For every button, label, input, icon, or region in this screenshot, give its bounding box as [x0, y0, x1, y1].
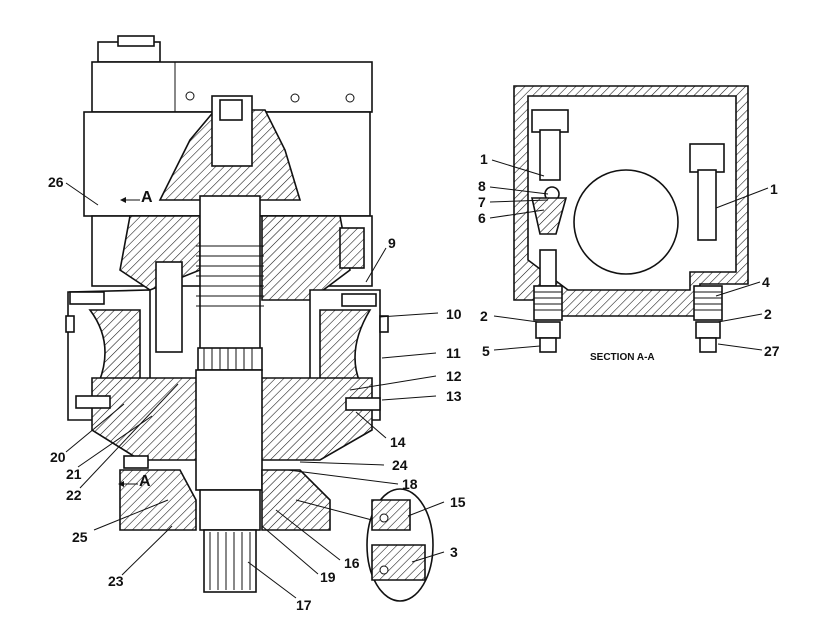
housing-right-section [261, 215, 351, 301]
callout-17: 17 [296, 597, 312, 613]
left-valve-cap [531, 109, 569, 133]
callout-14: 14 [390, 434, 406, 450]
callout-26: 26 [48, 174, 64, 190]
callout-24: 24 [392, 457, 408, 473]
callout-1-right: 1 [770, 181, 778, 197]
callout-12: 12 [446, 368, 462, 384]
left-plug [533, 285, 563, 321]
callout-7: 7 [478, 194, 486, 210]
callout-5: 5 [482, 343, 490, 359]
callout-18: 18 [402, 476, 418, 492]
callout-10: 10 [446, 306, 462, 322]
left-callout-labels: 26 9 10 11 12 13 14 24 18 15 3 16 19 17 … [48, 174, 466, 613]
callout-22: 22 [66, 487, 82, 503]
callout-6: 6 [478, 210, 486, 226]
section-marker-top: A [120, 189, 153, 206]
callout-21: 21 [66, 466, 82, 482]
callout-9: 9 [388, 235, 396, 251]
callout-25: 25 [72, 529, 88, 545]
seal-detail-callout [295, 488, 434, 602]
right-valve-cap [689, 143, 725, 173]
svg-text:A: A [139, 473, 151, 490]
callout-1-left: 1 [480, 151, 488, 167]
main-assembly-drawing: A A [65, 35, 434, 602]
callout-23: 23 [108, 573, 124, 589]
right-leader-lines [489, 159, 769, 351]
callout-2-left: 2 [480, 308, 488, 324]
spring [196, 245, 264, 307]
callout-13: 13 [446, 388, 462, 404]
callout-16: 16 [344, 555, 360, 571]
section-caption: SECTION A-A [590, 352, 655, 363]
callout-15: 15 [450, 494, 466, 510]
callout-20: 20 [50, 449, 66, 465]
bore-circle [573, 169, 679, 275]
right-plug [693, 285, 723, 321]
callout-3: 3 [450, 544, 458, 560]
callout-11: 11 [446, 345, 461, 361]
right-callout-labels: 1 8 7 6 1 4 2 2 5 27 SECTION A-A [478, 151, 780, 363]
section-marker-bottom: A [118, 473, 151, 490]
bottom-flange-left [119, 469, 197, 531]
section-a-a-drawing [513, 85, 749, 353]
callout-2-right: 2 [764, 306, 772, 322]
callout-8: 8 [478, 178, 486, 194]
left-leader-lines [65, 182, 445, 599]
callout-27: 27 [764, 343, 780, 359]
callout-4: 4 [762, 274, 770, 290]
drive-shaft [195, 369, 263, 491]
svg-text:A: A [141, 189, 153, 206]
splined-shaft-end [203, 529, 257, 593]
callout-19: 19 [320, 569, 336, 585]
pin [155, 261, 183, 353]
